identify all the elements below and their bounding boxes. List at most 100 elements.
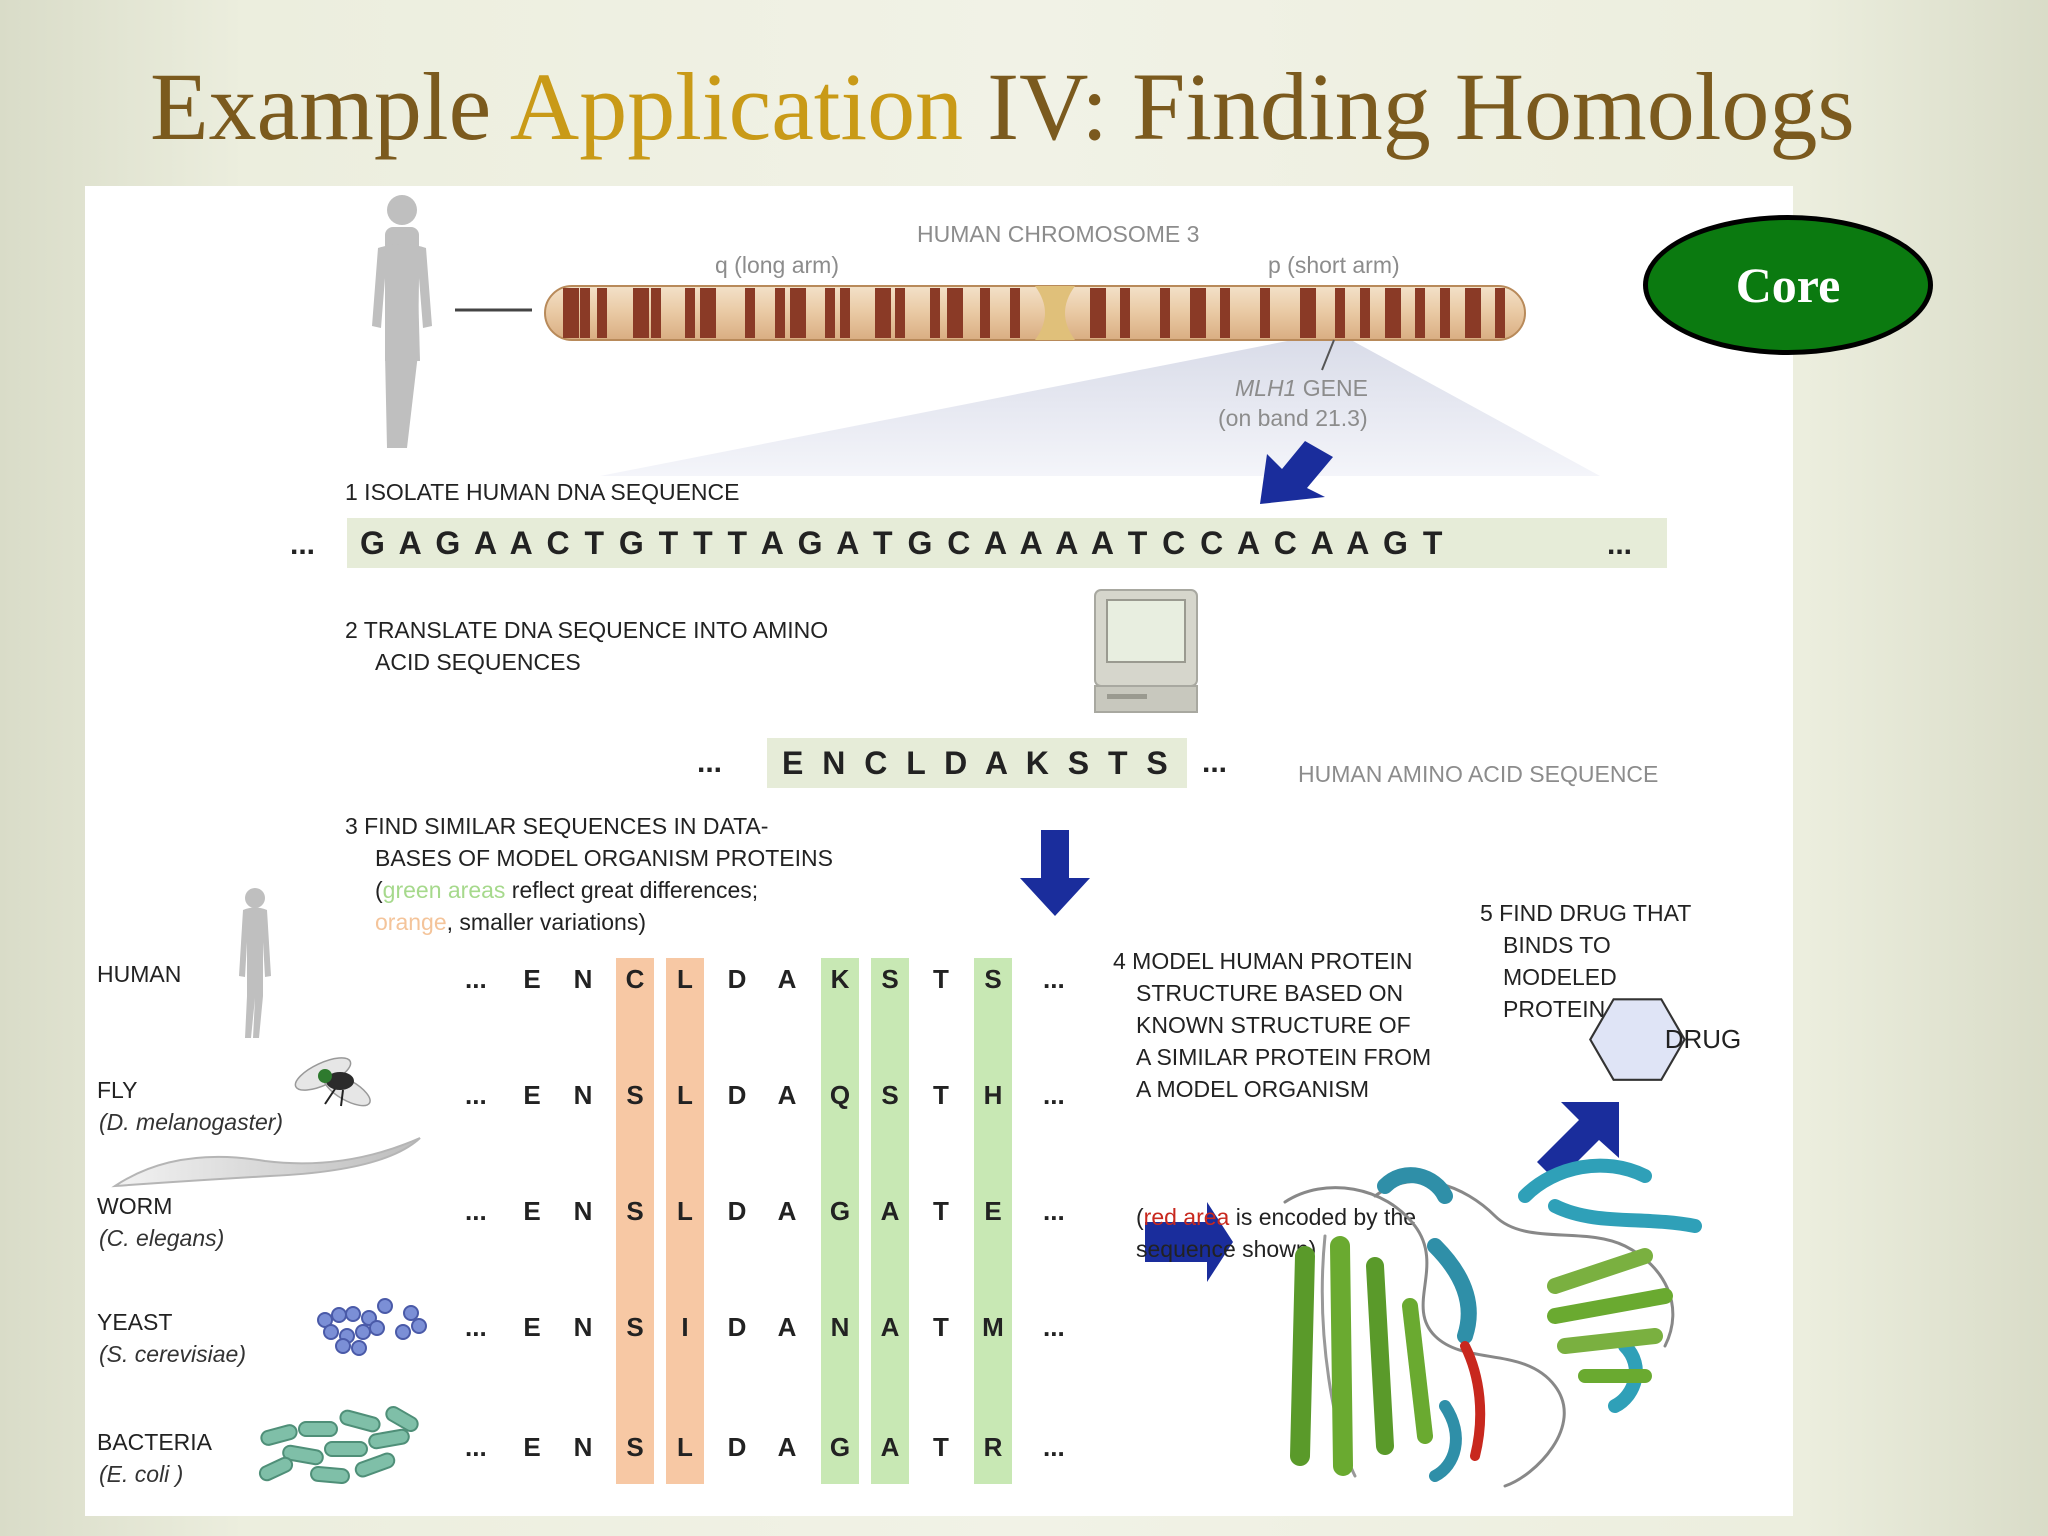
residue: L [677,964,693,994]
residue: D [728,1312,747,1342]
protein-structure-icon [1283,1158,1702,1488]
residue: E [984,1196,1001,1226]
step3-label-line1: 3 FIND SIMILAR SEQUENCES IN DATA- [345,813,768,839]
residue: L [677,1432,693,1462]
residue: I [681,1312,688,1342]
orange-column-highlight [666,958,704,1484]
title-part1: Example [150,53,510,160]
step4-paren: ( [1136,1204,1144,1230]
residue: E [523,1080,540,1110]
step4-label-note: (red area is encoded by the [1136,1204,1416,1230]
step5-label-line: MODELED [1503,964,1617,990]
chromosome-band [597,288,607,338]
step3-label-line2: BASES OF MODEL ORGANISM PROTEINS [375,845,833,871]
chromosome-band [563,288,579,338]
arrow-to-dna-icon [1260,441,1333,504]
step3-green-text: green areas [383,877,506,903]
arrow-to-drug-icon [1537,1102,1619,1182]
residue: R [984,1432,1003,1462]
amino-ellipsis-left: ... [697,746,722,779]
residue: A [778,964,797,994]
drug-label: DRUG [1665,1024,1742,1054]
chromosome-band [1495,288,1505,338]
residue: G [830,1196,850,1226]
step2-label-line1: 2 TRANSLATE DNA SEQUENCE INTO AMINO [345,617,828,643]
chromosome-band [1335,288,1345,338]
organism-name: YEAST [97,1309,172,1335]
residue: T [933,1312,949,1342]
residue: A [778,1312,797,1342]
gene-suffix: GENE [1296,375,1368,401]
alignment-ellipsis-right: ... [1043,1432,1065,1462]
alignment-ellipsis-right: ... [1043,1312,1065,1342]
residue: N [574,1196,593,1226]
arrow-down-icon [1020,830,1090,916]
dna-sequence-box [347,518,1667,568]
chromosome-band [825,288,835,338]
q-arm-label: q (long arm) [715,252,839,278]
alignment-ellipsis-right: ... [1043,1196,1065,1226]
chromosome-band [1300,288,1316,338]
residue: D [728,1196,747,1226]
human-small-icon [239,888,271,1038]
homolog-figure: HUMAN CHROMOSOME 3 q (long arm) p (short… [85,186,1793,1516]
chromosome-3 [544,285,1526,341]
residue: S [984,964,1001,994]
step4-label-line: KNOWN STRUCTURE OF [1136,1012,1411,1038]
chromosome-band [685,288,695,338]
step3-line3-rest: reflect great differences; [505,877,758,903]
residue: S [626,1196,643,1226]
step4-label-line: A MODEL ORGANISM [1136,1076,1369,1102]
amino-sequence: E N C L D A K S T S [782,745,1173,781]
residue: S [626,1080,643,1110]
step5-label-line: PROTEIN [1503,996,1605,1022]
chromosome-band [1120,288,1130,338]
alignment-ellipsis-left: ... [465,1080,487,1110]
chromosome-band [947,288,963,338]
amino-caption: HUMAN AMINO ACID SEQUENCE [1298,761,1658,787]
step5-label-line: BINDS TO [1503,932,1611,958]
chromosome-band [1360,288,1370,338]
step4-label-last: sequence shown) [1136,1236,1316,1262]
residue: C [626,964,645,994]
alignment-ellipsis-right: ... [1043,964,1065,994]
residue: A [881,1432,900,1462]
step4-label-line: STRUCTURE BASED ON [1136,980,1403,1006]
residue: N [574,964,593,994]
residue: S [626,1432,643,1462]
residue: A [881,1196,900,1226]
residue: S [881,964,898,994]
chromosome-title: HUMAN CHROMOSOME 3 [917,221,1199,247]
organism-name: FLY [97,1077,137,1103]
chromosome-band [1465,288,1481,338]
human-figure-icon [372,195,432,448]
residue: A [778,1080,797,1110]
residue: T [933,964,949,994]
gene-pointer [1321,339,1335,371]
chromosome-band [1090,288,1106,338]
residue: M [982,1312,1004,1342]
residue: H [984,1080,1003,1110]
residue: T [933,1196,949,1226]
residue: S [881,1080,898,1110]
yeast-icon [317,1298,427,1356]
chromosome-band [840,288,850,338]
chromosome-band [1440,288,1450,338]
alignment-ellipsis-left: ... [465,1196,487,1226]
organism-species: (S. cerevisiae) [99,1341,246,1367]
gene-label: MLH1 GENE [1235,375,1368,401]
residue: N [831,1312,850,1342]
chromosome-band [930,288,940,338]
step4-red-text: red area [1144,1204,1230,1230]
chromosome-band [633,288,649,338]
dna-sequence: G A G A A C T G T T T A G A T G C A A A … [360,525,1445,561]
bacteria-icon [258,1406,419,1485]
organism-name: WORM [97,1193,172,1219]
residue: E [523,1312,540,1342]
chromosome-band [1190,288,1206,338]
green-column-highlight [821,958,859,1484]
chromosome-band [1220,288,1230,338]
step3-label-line3: (green areas reflect great differences; [375,877,758,903]
